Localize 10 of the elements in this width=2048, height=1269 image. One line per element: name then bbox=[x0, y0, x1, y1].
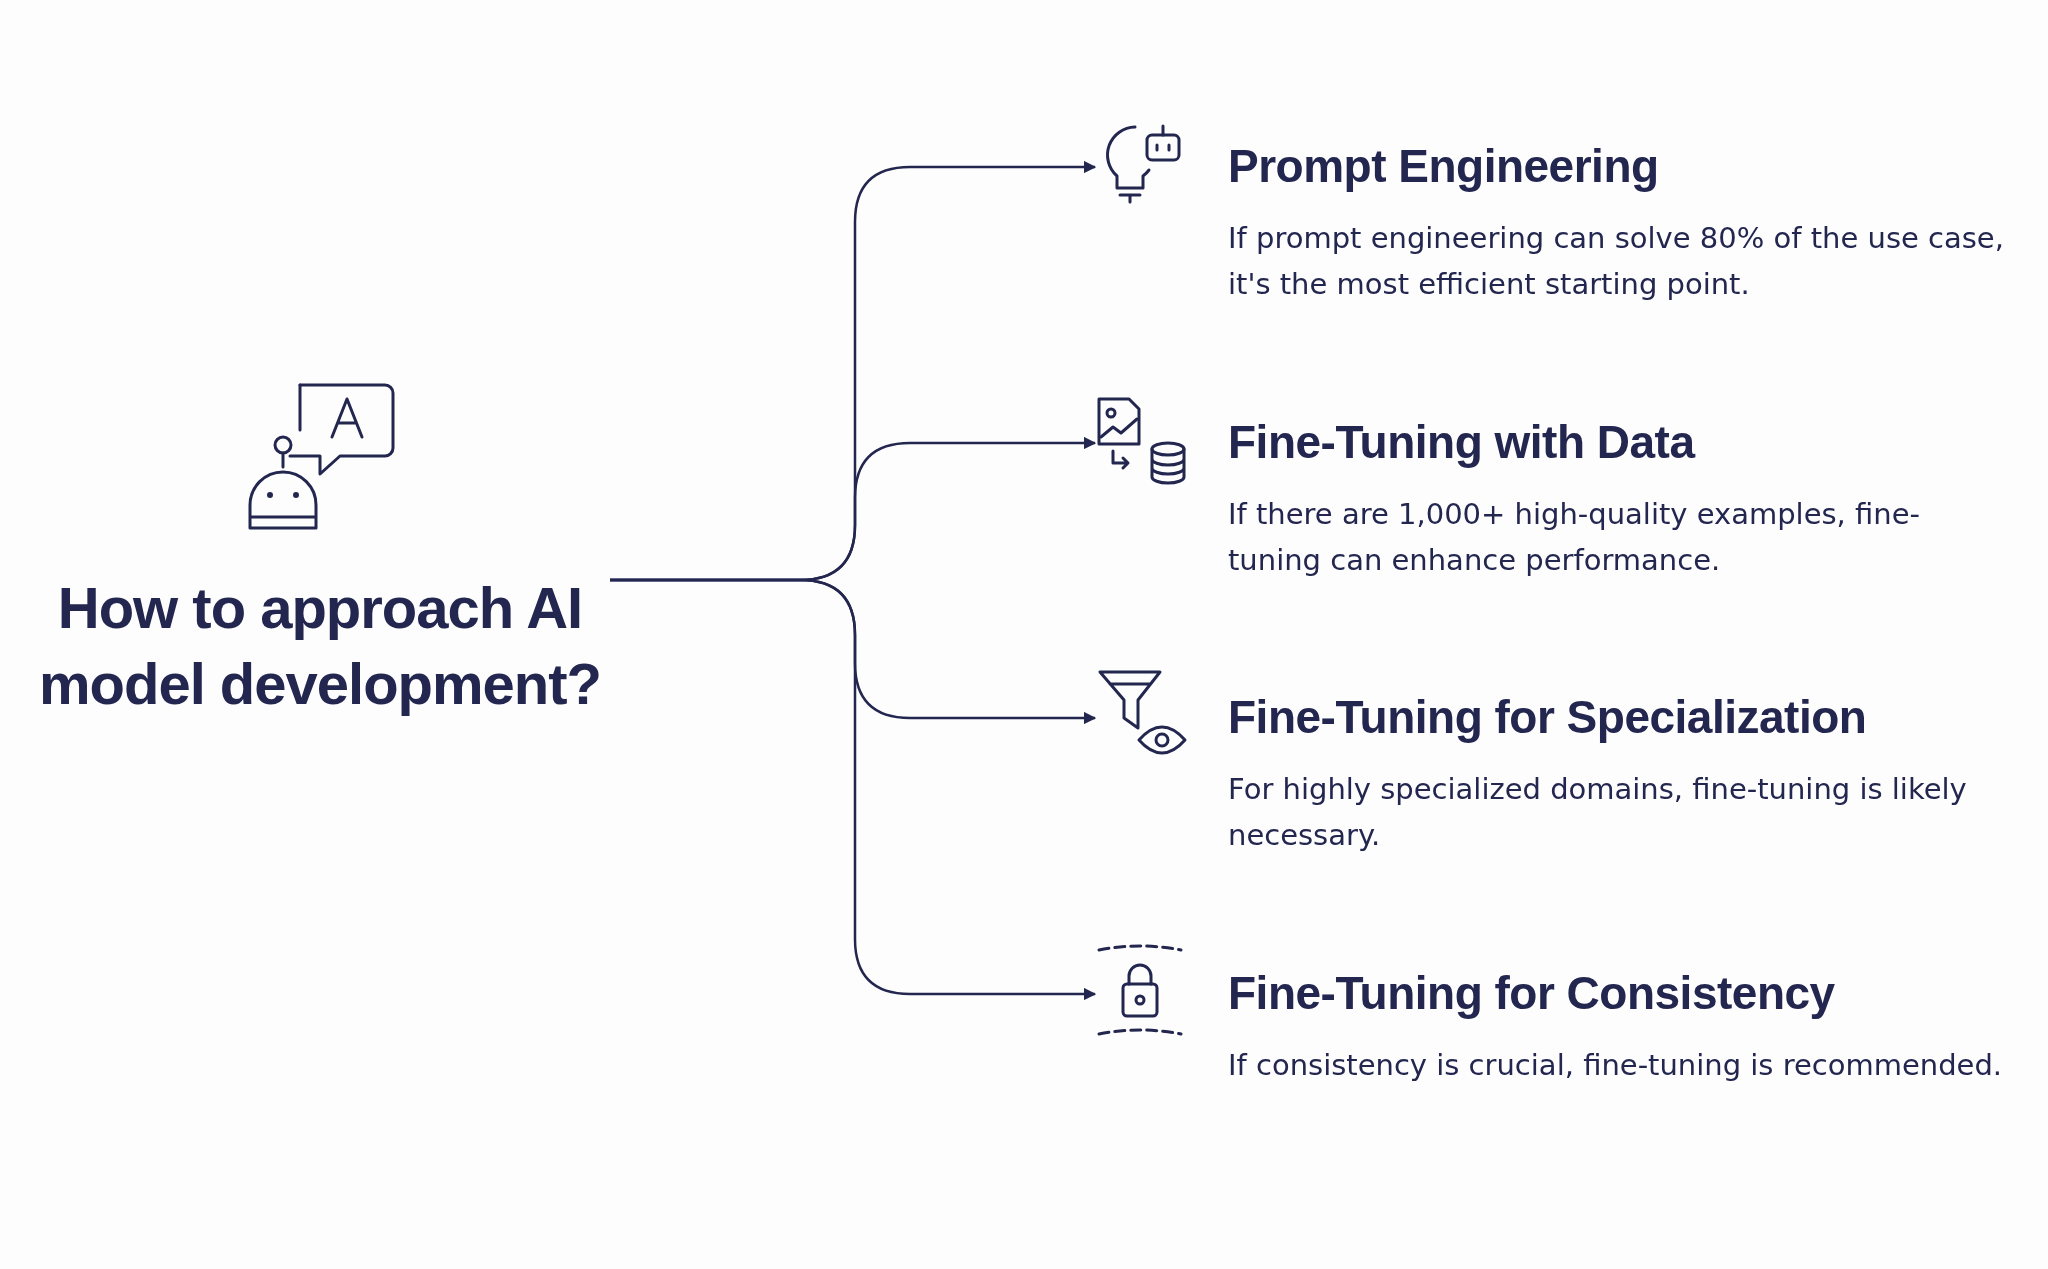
option-heading: Fine-Tuning with Data bbox=[1228, 415, 1695, 469]
option-description: If consistency is crucial, fine-tuning is recommended. bbox=[1228, 1047, 2004, 1084]
question-heading: How to approach AI model development? bbox=[37, 574, 603, 718]
option-description: If prompt engineering can solve 80% of the use case, it's the most efficient starting point. bbox=[1228, 220, 2005, 303]
option-heading: Fine-Tuning for Consistency bbox=[1228, 966, 1835, 1020]
option-description: If there are 1,000+ high-quality examples, fine-tuning can enhance performance. bbox=[1228, 496, 1921, 579]
option-heading: Prompt Engineering bbox=[1228, 139, 1659, 193]
branch-arrow bbox=[610, 578, 1097, 1001]
option-heading: Fine-Tuning for Specialization bbox=[1228, 690, 1867, 744]
option-description: For highly specialized domains, fine-tuning is likely necessary. bbox=[1228, 771, 1968, 854]
